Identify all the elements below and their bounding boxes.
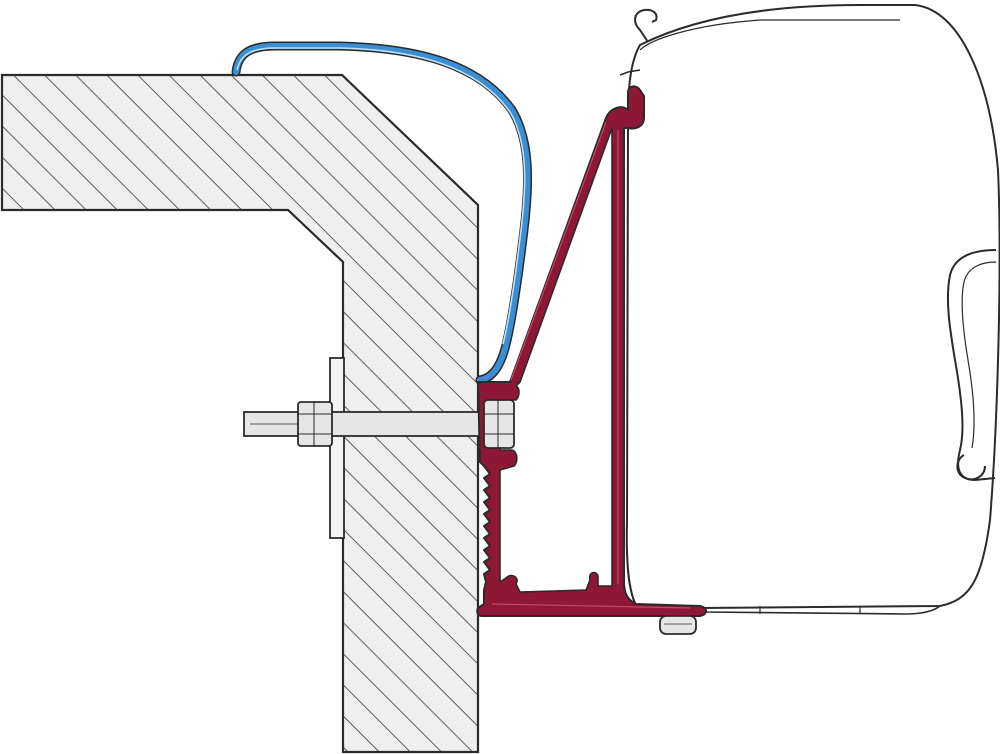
- awning-right-inner: [961, 261, 997, 449]
- mounting-bolt: [243, 401, 485, 447]
- rain-strip-highlight: [236, 47, 526, 345]
- awning-case: [619, 4, 1000, 615]
- awning-bottom-rail: [759, 606, 861, 614]
- awning-clip-knob: [956, 454, 986, 481]
- adapter-bracket: [476, 85, 707, 617]
- rain-strip-color: [233, 43, 531, 383]
- awning-top-hook: [634, 8, 658, 43]
- support-foot: [659, 615, 697, 635]
- bracket-cavity-upper: [499, 127, 613, 593]
- bolt-nut: [297, 401, 333, 447]
- awning-top-rib: [619, 69, 641, 76]
- bracket-highlight: [491, 121, 691, 609]
- awning-case-body: [625, 4, 1000, 610]
- support-foot-body: [659, 615, 697, 635]
- mounting-washer-plate: [329, 357, 345, 539]
- vehicle-wall-section: [0, 73, 480, 754]
- washer-plate: [329, 357, 345, 539]
- bracket-nut-pocket: [483, 399, 515, 449]
- rain-strip: [231, 41, 533, 385]
- awning-inner-contour: [639, 19, 900, 51]
- awning-lower-lip: [699, 605, 941, 615]
